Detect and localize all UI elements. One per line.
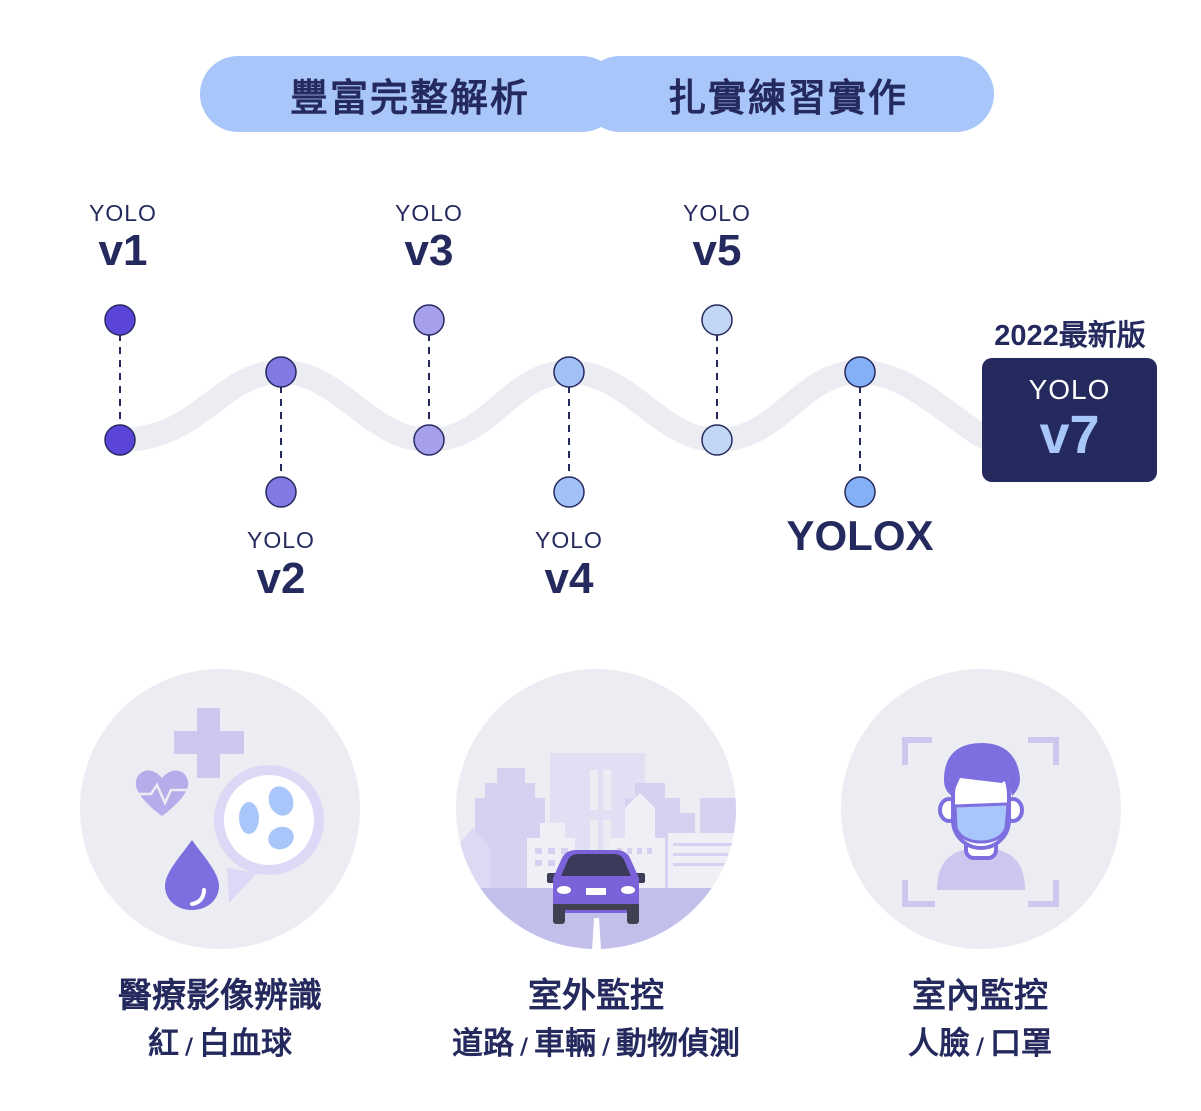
use-case-2-subtitle: 道路/車輛/動物偵測 [396, 1018, 796, 1063]
use-case-1-subtitle: 紅/白血球 [20, 1018, 420, 1063]
node-v1-wave [104, 424, 136, 456]
separator: / [975, 1035, 985, 1060]
node-v5-wave [701, 424, 733, 456]
node-yolox-wave [844, 356, 876, 388]
v3-prefix: YOLO [395, 200, 463, 226]
use-case-3-title: 室內監控 [912, 976, 1048, 1016]
node-v3-wave [413, 424, 445, 456]
latest-badge: 2022最新版 [994, 320, 1146, 352]
pill-left-label: 豐富完整解析 [289, 75, 530, 120]
separator: / [602, 1035, 611, 1060]
node-v4-bottom [553, 476, 585, 508]
v7-prefix: YOLO [1028, 374, 1111, 405]
yolox-label: YOLOX [786, 512, 934, 559]
node-v4-wave [553, 356, 585, 388]
v4-prefix: YOLO [535, 527, 603, 553]
separator: / [519, 1035, 528, 1060]
use-case-1-sub-red: 紅 [147, 1026, 179, 1062]
v2-label: v2 [256, 554, 306, 603]
use-case-2-sub-road: 道路 [451, 1026, 514, 1062]
use-case-1-sub-white-cells: 白血球 [199, 1026, 293, 1062]
node-yolox-bottom [844, 476, 876, 508]
node-v2-bottom [265, 476, 297, 508]
v3-label: v3 [404, 226, 454, 275]
node-v2-wave [265, 356, 297, 388]
v7-box: YOLO v7 [982, 358, 1157, 482]
separator: / [184, 1035, 194, 1060]
v1-prefix: YOLO [89, 200, 157, 226]
node-v5-top [701, 304, 733, 336]
face-mask-detection-icon [841, 669, 1121, 949]
node-v3-top [413, 304, 445, 336]
use-case-2-title: 室外監控 [528, 976, 664, 1016]
v1-label: v1 [98, 226, 148, 275]
v7-label: v7 [1039, 405, 1100, 465]
v2-prefix: YOLO [247, 527, 315, 553]
use-case-2-sub-vehicle: 車輛 [534, 1026, 596, 1062]
v4-label: v4 [544, 554, 594, 603]
pill-right-label: 扎實練習實作 [667, 75, 908, 120]
use-case-1-title: 醫療影像辨識 [118, 976, 322, 1016]
v5-label: v5 [692, 226, 742, 275]
use-case-2-sub-animal: 動物偵測 [616, 1026, 741, 1062]
use-case-3-sub-mask: 口罩 [990, 1026, 1053, 1062]
v5-prefix: YOLO [683, 200, 751, 226]
use-case-3-subtitle: 人臉/口罩 [780, 1018, 1180, 1063]
city-car-icon [456, 669, 736, 949]
use-case-3-sub-face: 人臉 [907, 1026, 970, 1062]
medical-imaging-icon [80, 669, 360, 949]
pill-practice: 扎實練習實作 [582, 56, 994, 132]
timeline-wave [104, 304, 1002, 508]
pill-full-analysis: 豐富完整解析 [200, 56, 620, 132]
node-v1-top [104, 304, 136, 336]
